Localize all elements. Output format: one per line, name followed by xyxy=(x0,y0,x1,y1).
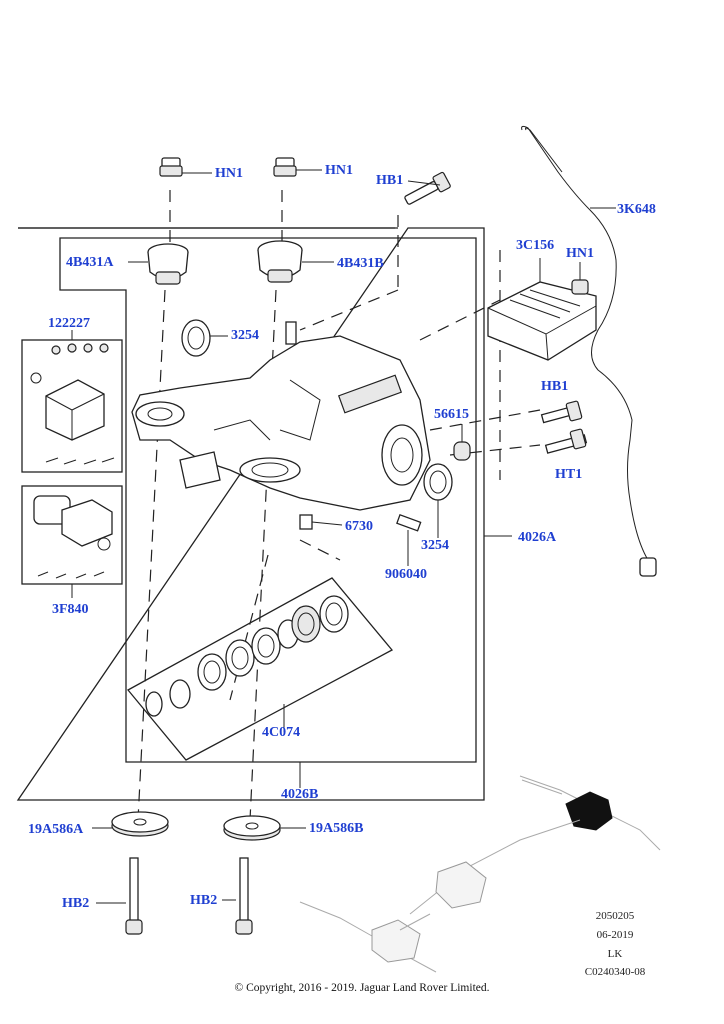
kit-box-122227 xyxy=(21,330,123,473)
module-3c156 xyxy=(487,258,597,361)
rear-differential-highlight xyxy=(565,791,613,831)
callout-3254-top[interactable]: 3254 xyxy=(231,328,259,343)
callout-4b431b[interactable]: 4B431B xyxy=(337,256,384,271)
drawing-reference: C0240340-08 xyxy=(584,966,646,978)
vehicle-location-view xyxy=(299,775,661,973)
callout-hn1-right[interactable]: HN1 xyxy=(566,246,594,261)
callout-hb2-mid[interactable]: HB2 xyxy=(190,893,218,908)
mount-4b431a xyxy=(128,243,189,285)
callout-4026a[interactable]: 4026A xyxy=(518,530,557,545)
callout-6730[interactable]: 6730 xyxy=(345,519,373,534)
bolt-hb1-top xyxy=(404,171,451,205)
callout-3c156[interactable]: 3C156 xyxy=(516,238,555,253)
washer-19a586b xyxy=(223,815,306,841)
frame-4026b-outline xyxy=(16,227,485,801)
stud-ht1 xyxy=(544,428,588,454)
callout-3k648[interactable]: 3K648 xyxy=(617,202,656,217)
differential-housing xyxy=(131,321,431,530)
callout-hb2-left[interactable]: HB2 xyxy=(62,896,90,911)
bolt-hb2-mid xyxy=(222,857,253,935)
frame-4c074 xyxy=(126,577,394,761)
callout-4026b[interactable]: 4026B xyxy=(281,787,319,802)
sensor-906040 xyxy=(396,513,422,566)
callout-hb1-right[interactable]: HB1 xyxy=(541,379,569,394)
copyright-notice: © Copyright, 2016 - 2019. Jaguar Land Ro… xyxy=(234,982,490,994)
harness-3k648 xyxy=(521,125,657,577)
drawing-initials: LK xyxy=(607,948,623,960)
callout-ht1[interactable]: HT1 xyxy=(555,467,583,482)
callout-hn1-mid[interactable]: HN1 xyxy=(325,163,353,178)
callout-122227[interactable]: 122227 xyxy=(48,316,90,331)
drawing-code: 2050205 xyxy=(595,910,635,922)
callout-3254-bottom[interactable]: 3254 xyxy=(421,538,449,553)
seal-3254-top xyxy=(181,319,228,357)
nut-hn1-mid xyxy=(273,157,322,177)
callout-4b431a[interactable]: 4B431A xyxy=(66,255,114,270)
frame-4026a-outline xyxy=(59,237,477,763)
bolt-hb2-left xyxy=(96,857,143,935)
drawing-date: 06-2019 xyxy=(596,929,634,941)
callout-hn1-left[interactable]: HN1 xyxy=(215,166,243,181)
mount-4b431b xyxy=(257,240,334,283)
callout-hb1-top[interactable]: HB1 xyxy=(376,173,404,188)
bearing-kit-4c074 xyxy=(145,595,349,732)
kit-box-3f840 xyxy=(21,485,123,598)
washer-19a586a xyxy=(92,811,169,837)
bush-56615 xyxy=(453,424,471,461)
callout-4c074[interactable]: 4C074 xyxy=(262,725,301,740)
callout-3f840[interactable]: 3F840 xyxy=(52,602,89,617)
nut-hn1-left xyxy=(159,157,212,177)
callout-19a586a[interactable]: 19A586A xyxy=(28,822,84,837)
callout-906040[interactable]: 906040 xyxy=(385,567,427,582)
bolt-hb1-right xyxy=(540,400,583,424)
seal-3254-bottom xyxy=(423,463,453,538)
callout-56615[interactable]: 56615 xyxy=(434,407,469,422)
callout-19a586b[interactable]: 19A586B xyxy=(309,821,364,836)
